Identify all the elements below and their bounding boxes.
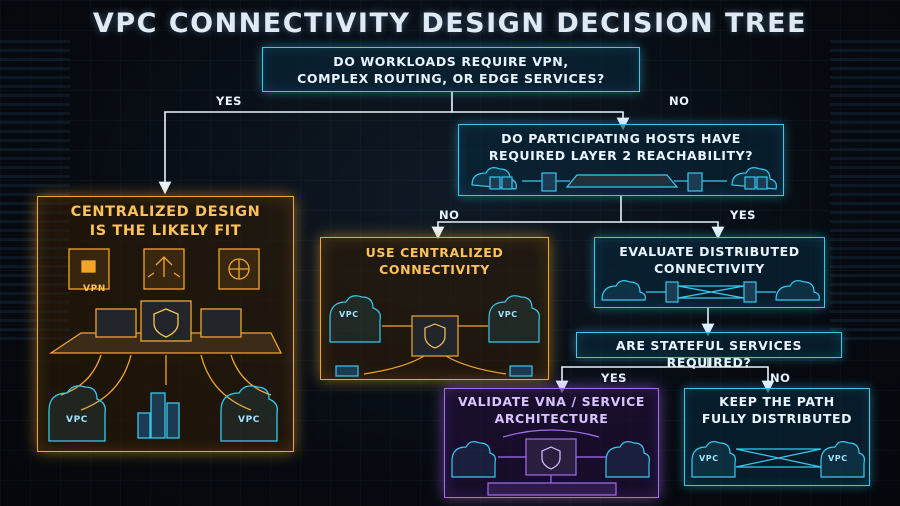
edge-label-q3-no: NO [770, 371, 791, 385]
question-line-2: REQUIRED LAYER 2 REACHABILITY? [488, 148, 754, 163]
edge-label-q1-no: NO [669, 94, 690, 108]
outcome-line-1: CENTRALIZED DESIGN [70, 204, 261, 220]
fully-distributed-illustration [691, 441, 866, 478]
outcome-line-2: CONNECTIVITY [379, 262, 490, 277]
layer2-network-illustration [471, 167, 777, 192]
question-stateful-services: ARE STATEFUL SERVICES REQUIRED? [576, 332, 842, 370]
vpc-cloud-label-left: VPC [66, 415, 88, 425]
vna-illustration [451, 429, 651, 496]
vpn-icon-label: VPN [83, 284, 106, 294]
question-vpn-routing-edge: DO WORKLOADS REQUIRE VPN, COMPLEX ROUTIN… [262, 47, 640, 92]
vpc-cloud-label-right: VPC [498, 310, 518, 319]
outcome-line-2: CONNECTIVITY [654, 261, 765, 276]
outcome-centralized-design: CENTRALIZED DESIGN IS THE LIKELY FIT VPN… [37, 196, 294, 452]
outcome-line-1: VALIDATE VNA / SERVICE [457, 394, 646, 409]
distributed-illustration [601, 280, 821, 303]
question-line-1: DO PARTICIPATING HOSTS HAVE [501, 131, 741, 146]
vpc-cloud-label-left: VPC [339, 310, 359, 319]
centralized-hub-illustration [48, 248, 283, 442]
vpc-cloud-label-left: VPC [699, 454, 719, 463]
edge-label-q3-yes: YES [601, 371, 627, 385]
outcome-line-1: USE CENTRALIZED [365, 245, 504, 260]
outcome-line-2: IS THE LIKELY FIT [89, 223, 242, 239]
outcome-evaluate-distributed: EVALUATE DISTRIBUTED CONNECTIVITY [594, 237, 825, 308]
vpc-cloud-label-right: VPC [828, 454, 848, 463]
outcome-use-centralized: USE CENTRALIZED CONNECTIVITY VPC VPC [320, 237, 549, 380]
outcome-line-1: KEEP THE PATH [719, 394, 835, 409]
page-title: VPC CONNECTIVITY DESIGN DECISION TREE [92, 8, 808, 39]
outcome-keep-distributed: KEEP THE PATH FULLY DISTRIBUTED VPC VPC [684, 388, 870, 486]
outcome-line-1: EVALUATE DISTRIBUTED [619, 244, 800, 259]
background-tower-right [830, 40, 900, 340]
outcome-line-2: ARCHITECTURE [494, 411, 609, 426]
vpc-cloud-label-right: VPC [238, 415, 260, 425]
edge-label-q2-yes: YES [730, 208, 756, 222]
question-layer2-reachability: DO PARTICIPATING HOSTS HAVE REQUIRED LAY… [458, 124, 784, 196]
centralized-connectivity-illustration [329, 295, 540, 377]
question-line-2: COMPLEX ROUTING, OR EDGE SERVICES? [297, 71, 605, 86]
question-line-1: ARE STATEFUL SERVICES REQUIRED? [615, 338, 803, 370]
edge-label-q2-no: NO [439, 208, 460, 222]
edge-label-q1-yes: YES [216, 94, 242, 108]
question-line-1: DO WORKLOADS REQUIRE VPN, [333, 54, 569, 69]
outcome-line-2: FULLY DISTRIBUTED [701, 411, 853, 426]
outcome-validate-vna: VALIDATE VNA / SERVICE ARCHITECTURE [444, 388, 659, 498]
